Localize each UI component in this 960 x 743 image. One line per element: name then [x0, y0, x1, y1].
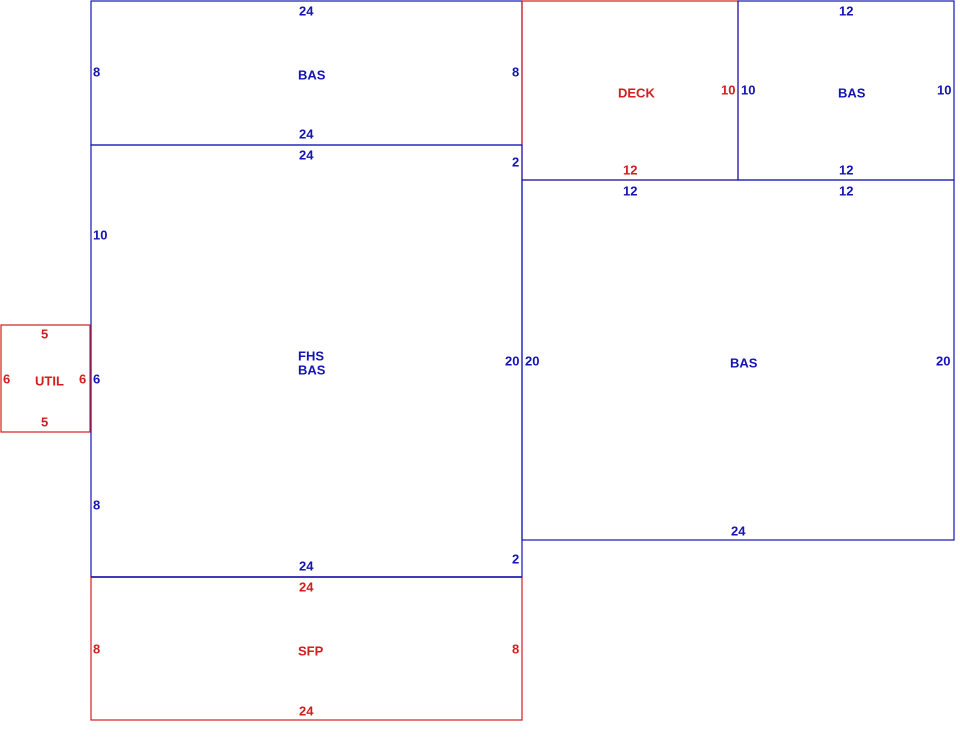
area-fhs-bas[interactable]: FHS BAS 24 24 10 6 8 2 20 2: [90, 144, 523, 578]
area-label: BAS: [298, 67, 326, 82]
dimension-left-upper: 10: [93, 227, 107, 242]
dimension-bottom: 24: [299, 558, 314, 573]
dimension-right: 20: [936, 353, 950, 368]
area-sfp[interactable]: SFP 24 24 8 8: [90, 576, 523, 721]
dimension-bottom: 24: [299, 126, 314, 141]
area-label: SFP: [298, 643, 324, 658]
dimension-top: 24: [299, 147, 314, 162]
dimension-left: 8: [93, 641, 100, 656]
dimension-right-lower: 2: [512, 551, 519, 566]
dimension-top-right: 12: [839, 183, 853, 198]
area-label-line-1: FHS: [298, 348, 324, 363]
dimension-right: 10: [721, 82, 735, 97]
area-deck[interactable]: DECK 12 10: [521, 0, 739, 181]
dimension-bottom: 24: [731, 523, 746, 538]
area-label: BAS: [730, 355, 758, 370]
dimension-top: 5: [41, 326, 48, 341]
dimension-bottom: 24: [299, 703, 314, 718]
area-util-outline: [0, 324, 91, 433]
dimension-left-mid: 6: [93, 371, 100, 386]
dimension-left: 6: [3, 371, 10, 386]
area-label: UTIL: [35, 373, 64, 388]
dimension-right: 8: [512, 64, 519, 79]
dimension-top: 24: [299, 579, 314, 594]
dimension-bottom: 12: [623, 162, 637, 177]
area-bas-right[interactable]: BAS 12 12 24 20 20: [521, 179, 955, 541]
dimension-top: 12: [839, 3, 853, 18]
area-label: BAS: [838, 85, 866, 100]
area-bas-top[interactable]: BAS 24 24 8 8: [90, 0, 523, 146]
dimension-left: 8: [93, 64, 100, 79]
dimension-left-lower: 8: [93, 497, 100, 512]
area-util[interactable]: UTIL 5 5 6 6: [0, 324, 91, 433]
dimension-right: 8: [512, 641, 519, 656]
dimension-right-mid: 20: [505, 353, 519, 368]
dimension-right: 10: [937, 82, 951, 97]
dimension-left: 20: [525, 353, 539, 368]
area-label: DECK: [618, 85, 655, 100]
area-bas-right-outline: [521, 179, 955, 541]
dimension-bottom: 12: [839, 162, 853, 177]
dimension-top-left: 12: [623, 183, 637, 198]
dimension-top: 24: [299, 3, 314, 18]
dimension-right-upper: 2: [512, 154, 519, 169]
dimension-bottom: 5: [41, 414, 48, 429]
dimension-right: 6: [79, 371, 86, 386]
dimension-left: 10: [741, 82, 755, 97]
area-bas-top-right[interactable]: BAS 12 12 10 10: [737, 0, 955, 181]
area-label-line-2: BAS: [298, 362, 326, 377]
